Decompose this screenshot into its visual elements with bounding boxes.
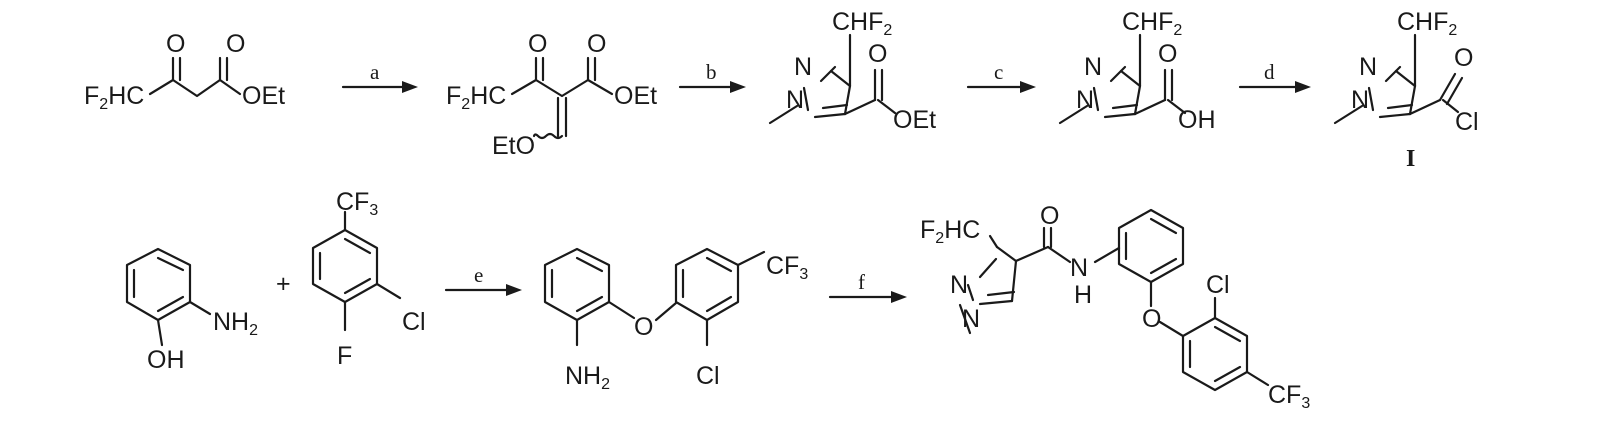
arrow-f: f (828, 270, 907, 303)
label-c: c (994, 60, 1003, 84)
group-CF3: CF3 (1268, 381, 1310, 412)
atom-O: O (1142, 305, 1161, 333)
group-OH: OH (1178, 106, 1216, 134)
group-NH2: NH2 (213, 308, 258, 339)
compound-chlorofluorobenzotrifluoride: CF3 Cl F (311, 188, 426, 370)
compound-label-I: I (1406, 146, 1415, 172)
label-e: e (474, 263, 483, 287)
group-NH2: NH2 (565, 362, 610, 393)
compound-ethyl-difluoroacetoacetate: O O F2HC OEt (84, 30, 285, 113)
label-b: b (706, 60, 717, 84)
group-OEt: OEt (614, 82, 657, 110)
atom-N: N (786, 86, 804, 114)
atom-N: N (794, 53, 812, 81)
atom-N: N (1084, 53, 1102, 81)
atom-N: N (950, 271, 968, 299)
atom-N: N (1359, 53, 1377, 81)
atom-N: N (1070, 254, 1088, 282)
arrow-c: c (966, 60, 1036, 93)
atom-N: N (1076, 86, 1094, 114)
atom-O: O (1454, 44, 1473, 72)
group-OEt: OEt (893, 106, 936, 134)
atom-O: O (1158, 40, 1177, 68)
compound-pyrazole-ester: N N CHF2 O OEt (768, 8, 936, 134)
arrow-e: e (444, 263, 522, 296)
atom-Cl: Cl (1455, 108, 1479, 136)
group-CHF2: CHF2 (832, 8, 892, 39)
label-f: f (858, 270, 865, 294)
atom-N: N (1351, 86, 1369, 114)
group-EtO: EtO (492, 132, 535, 160)
atom-N: N (962, 305, 980, 333)
group-F2HC: F2HC (446, 82, 506, 113)
atom-O: O (1040, 202, 1059, 230)
group-CF3: CF3 (336, 188, 378, 219)
atom-O: O (587, 30, 606, 58)
atom-F: F (337, 342, 352, 370)
compound-ethoxymethylene-intermediate: O O F2HC OEt EtO (446, 30, 657, 160)
atom-Cl: Cl (402, 308, 426, 336)
compound-pyrazole-acid: N N CHF2 O OH (1058, 8, 1216, 134)
compound-2-aminophenol: NH2 OH (125, 247, 258, 374)
group-OEt: OEt (242, 82, 285, 110)
atom-O: O (868, 40, 887, 68)
atom-O: O (166, 30, 185, 58)
group-OH: OH (147, 346, 185, 374)
compound-aminophenyl-ether: O CF3 NH2 Cl (543, 247, 808, 393)
group-F2HC: F2HC (84, 82, 144, 113)
atom-Cl: Cl (1206, 271, 1230, 299)
group-CF3: CF3 (766, 252, 808, 283)
label-d: d (1264, 60, 1275, 84)
arrow-b: b (678, 60, 746, 93)
arrow-d: d (1238, 60, 1311, 93)
compound-final-carboxamide: F2HC O N H N N O Cl CF3 (920, 202, 1310, 412)
group-F2HC: F2HC (920, 216, 980, 247)
atom-O: O (226, 30, 245, 58)
label-a: a (370, 60, 380, 84)
atom-O: O (528, 30, 547, 58)
atom-H: H (1074, 281, 1092, 309)
plus-sign: + (276, 270, 291, 298)
group-CHF2: CHF2 (1397, 8, 1457, 39)
compound-I-acid-chloride: N N CHF2 O Cl I (1333, 8, 1479, 172)
arrow-a: a (341, 60, 418, 93)
atom-Cl: Cl (696, 362, 720, 390)
atom-O: O (634, 313, 653, 341)
group-CHF2: CHF2 (1122, 8, 1182, 39)
